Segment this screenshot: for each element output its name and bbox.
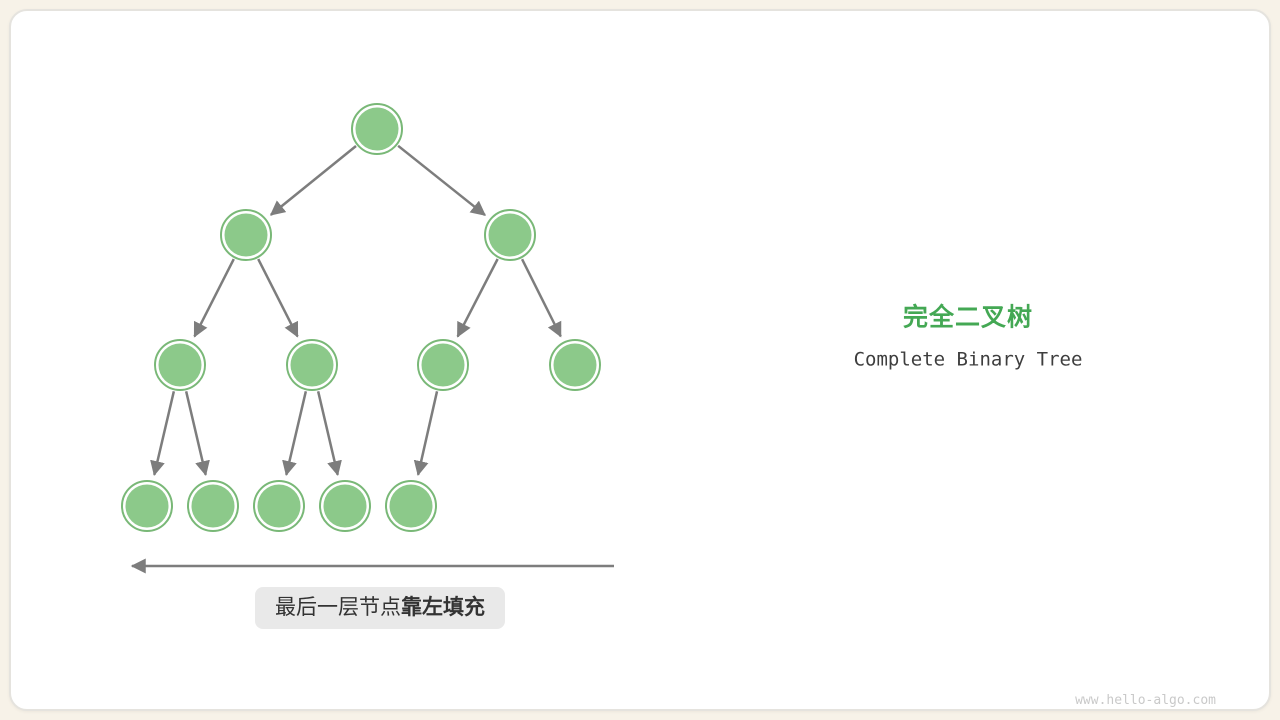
tree-edge (257, 258, 299, 338)
tree-edge (282, 391, 308, 477)
tree-node (549, 339, 601, 391)
tree-node-core (224, 213, 268, 257)
tree-node-core (355, 107, 399, 151)
last-level-caption: 最后一层节点靠左填充 (255, 587, 505, 629)
tree-edge (413, 391, 439, 477)
tree-edge (150, 391, 176, 477)
figure-title-zh: 完全二叉树 (902, 303, 1033, 332)
tree-node-core (323, 484, 367, 528)
tree-node (385, 480, 437, 532)
tree-edge (456, 258, 499, 338)
figure-title-block: 完全二叉树 Complete Binary Tree (854, 303, 1083, 372)
tree-node-core (389, 484, 433, 528)
tree-node-core (158, 343, 202, 387)
tree-node (484, 209, 536, 261)
tree-node-core (257, 484, 301, 528)
watermark-url: www.hello-algo.com (1075, 693, 1216, 708)
tree-node-core (290, 343, 334, 387)
tree-node (220, 209, 272, 261)
tree-node (286, 339, 338, 391)
tree-node (154, 339, 206, 391)
figure-title-en: Complete Binary Tree (853, 348, 1083, 371)
tree-node (187, 480, 239, 532)
diagram-card (9, 9, 1271, 711)
tree-edge (184, 391, 210, 477)
tree-edge (397, 144, 486, 217)
tree-node-core (421, 343, 465, 387)
tree-node (121, 480, 173, 532)
tree-node-core (125, 484, 169, 528)
tree-node (253, 480, 305, 532)
tree-node-core (488, 213, 532, 257)
tree-edge (193, 258, 235, 338)
tree-edge (520, 258, 562, 338)
tree-node-core (191, 484, 235, 528)
tree-edge (316, 391, 342, 477)
tree-node (417, 339, 469, 391)
caption-text-normal: 最后一层节点 (275, 596, 401, 619)
tree-node-core (553, 343, 597, 387)
tree-node (319, 480, 371, 532)
tree-node (351, 103, 403, 155)
tree-edge (269, 145, 357, 216)
caption-text-bold: 靠左填充 (401, 596, 485, 619)
